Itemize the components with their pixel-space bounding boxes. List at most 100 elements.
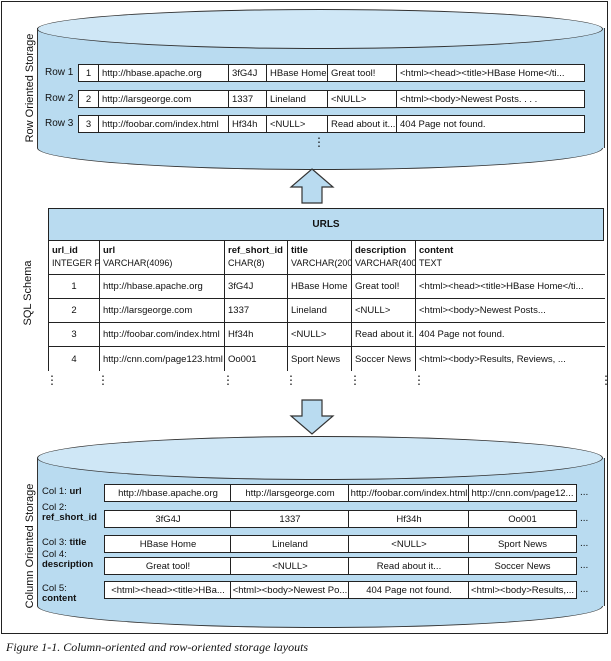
row-cell: http://larsgeorge.com bbox=[98, 90, 229, 108]
table-cell: 1337 bbox=[225, 299, 288, 323]
column-cell: http://larsgeorge.com bbox=[230, 484, 350, 502]
column-name: ref_short_id bbox=[228, 245, 283, 256]
table-continuation: ⋮ bbox=[222, 373, 234, 387]
column-type: VARCHAR(200) bbox=[291, 258, 352, 268]
table-continuation: ⋮ bbox=[600, 373, 611, 387]
row-cell: Lineland bbox=[266, 90, 328, 108]
column-storage-label: Column Oriented Storage bbox=[24, 483, 36, 609]
table-cell: Great tool! bbox=[352, 275, 416, 299]
column-name: title bbox=[291, 245, 308, 256]
row-cell: <html><head><title>HBase Home</ti... bbox=[396, 64, 585, 82]
row-cell: <html><body>Newest Posts. . . . bbox=[396, 90, 585, 108]
table-cell: <html><head><title>HBase Home</ti... bbox=[416, 275, 605, 299]
table-cell: 3fG4J bbox=[225, 275, 288, 299]
row-storage-ellipsis: ⋮ bbox=[313, 135, 325, 149]
row-cell: Great tool! bbox=[327, 64, 397, 82]
column-label-prefix: Col 5: bbox=[42, 583, 67, 594]
column-cell: <NULL> bbox=[348, 535, 470, 553]
column-type: CHAR(8) bbox=[228, 258, 265, 268]
row-label: Row 3 bbox=[45, 118, 74, 129]
row-cell: HBase Home bbox=[266, 64, 328, 82]
table-cell: <html><body>Newest Posts... bbox=[416, 299, 605, 323]
row-cell: Read about it... bbox=[327, 115, 397, 133]
table-cell: http://larsgeorge.com bbox=[100, 299, 225, 323]
column-label: Col 3: title bbox=[42, 538, 102, 548]
column-name: content bbox=[419, 245, 454, 256]
column-type: VARCHAR(4096) bbox=[103, 258, 173, 268]
column-ellipsis: ... bbox=[580, 487, 589, 498]
column-label: Col 1: url bbox=[42, 487, 102, 497]
column-name: url bbox=[103, 245, 116, 256]
figure-caption: Figure 1-1. Column-oriented and row-orie… bbox=[6, 640, 309, 654]
column-cell: <NULL> bbox=[230, 557, 350, 575]
row-cell: http://hbase.apache.org bbox=[98, 64, 229, 82]
table-cell: <html><body>Results, Reviews, ... bbox=[416, 347, 605, 371]
column-cell: Oo001 bbox=[468, 510, 577, 528]
column-cell: http://cnn.com/page12... bbox=[468, 484, 577, 502]
column-label-prefix: Col 2: bbox=[42, 502, 67, 513]
column-cell: http://hbase.apache.org bbox=[104, 484, 232, 502]
table-cell: Lineland bbox=[288, 299, 352, 323]
row-cell: 1 bbox=[78, 64, 99, 82]
up-arrow-icon bbox=[289, 168, 335, 204]
row-cell: 3fG4J bbox=[228, 64, 267, 82]
column-label-name: ref_short_id bbox=[42, 512, 97, 523]
table-title: URLS bbox=[49, 209, 603, 241]
column-label-name: content bbox=[42, 593, 77, 604]
column-ellipsis: ... bbox=[580, 560, 589, 571]
sql-schema-label: SQL Schema bbox=[22, 260, 34, 326]
column-type: INTEGER PK bbox=[52, 258, 100, 268]
row-cell: 2 bbox=[78, 90, 99, 108]
column-cell: Soccer News bbox=[468, 557, 577, 575]
column-label-prefix: Col 3: bbox=[42, 537, 70, 548]
column-cell: 1337 bbox=[230, 510, 350, 528]
row-label: Row 2 bbox=[45, 93, 74, 104]
table-cell: Oo001 bbox=[225, 347, 288, 371]
table-cell: Hf34h bbox=[225, 323, 288, 347]
column-ellipsis: ... bbox=[580, 538, 589, 549]
column-cell: <html><head><title>HBa... bbox=[104, 581, 232, 599]
table-cell: Soccer News bbox=[352, 347, 416, 371]
row-cell: <NULL> bbox=[327, 90, 397, 108]
column-label-name: title bbox=[69, 537, 87, 548]
row-cell: 1337 bbox=[228, 90, 267, 108]
column-label: Col 4: description bbox=[42, 550, 102, 570]
column-cell: 3fG4J bbox=[104, 510, 232, 528]
table-continuation: ⋮ bbox=[349, 373, 361, 387]
column-cell: Great tool! bbox=[104, 557, 232, 575]
column-type: VARCHAR(400) bbox=[355, 258, 416, 268]
table-cell: 2 bbox=[49, 299, 100, 323]
table-continuation: ⋮ bbox=[285, 373, 297, 387]
column-label-name: description bbox=[42, 559, 94, 570]
column-ellipsis: ... bbox=[580, 584, 589, 595]
table-cell: 4 bbox=[49, 347, 100, 371]
row-cell: 404 Page not found. bbox=[396, 115, 585, 133]
column-label-prefix: Col 4: bbox=[42, 549, 67, 560]
table-cell: 404 Page not found. bbox=[416, 323, 605, 347]
table-cell: Read about it... bbox=[352, 323, 416, 347]
row-storage-label: Row Oriented Storage bbox=[24, 33, 36, 143]
table-cell: <NULL> bbox=[352, 299, 416, 323]
row-label: Row 1 bbox=[45, 67, 74, 78]
table-cell: <NULL> bbox=[288, 323, 352, 347]
column-label-prefix: Col 1: bbox=[42, 486, 70, 497]
column-cell: 404 Page not found. bbox=[348, 581, 470, 599]
row-cell: Hf34h bbox=[228, 115, 267, 133]
row-cell: <NULL> bbox=[266, 115, 328, 133]
column-cell: <html><body>Newest Po... bbox=[230, 581, 350, 599]
table-cell: http://foobar.com/index.html bbox=[100, 323, 225, 347]
column-label: Col 5: content bbox=[42, 584, 102, 604]
column-name: description bbox=[355, 245, 407, 256]
table-continuation: ⋮ bbox=[46, 373, 58, 387]
column-cell: Hf34h bbox=[348, 510, 470, 528]
table-cell: HBase Home bbox=[288, 275, 352, 299]
column-name: url_id bbox=[52, 245, 78, 256]
figure-frame bbox=[1, 1, 608, 634]
column-cell: Lineland bbox=[230, 535, 350, 553]
